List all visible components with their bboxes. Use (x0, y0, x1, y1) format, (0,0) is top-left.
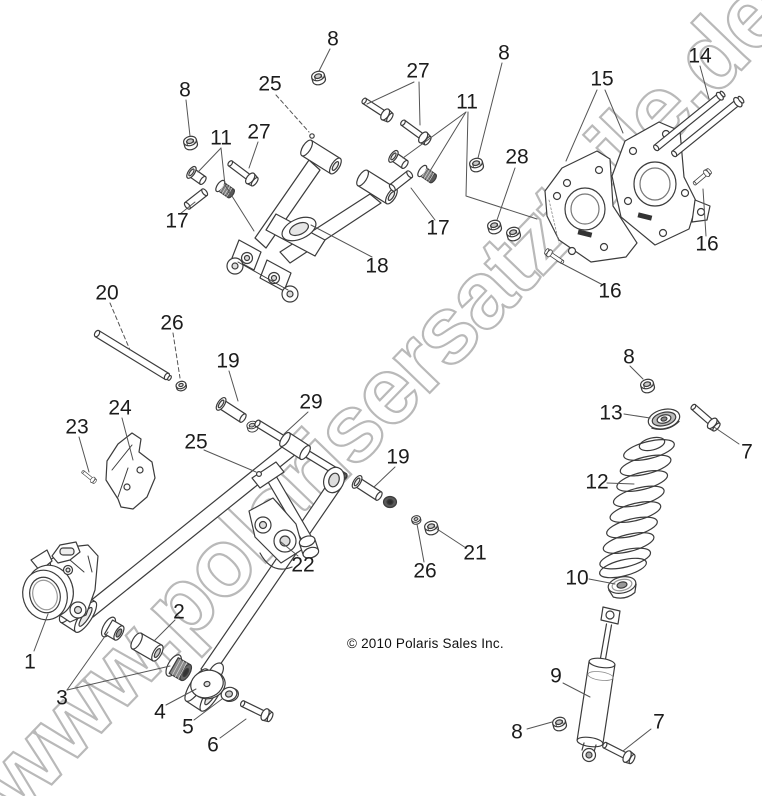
callout-24: 24 (108, 396, 132, 420)
part-spacer-5 (220, 686, 239, 703)
callout-6: 6 (207, 733, 219, 757)
part-mount-rod-14a (652, 90, 726, 152)
callout-21: 21 (463, 541, 487, 565)
callout-8-upper-right: 8 (498, 41, 510, 65)
callout-17-left: 17 (165, 209, 189, 233)
callout-8-top-left: 8 (179, 78, 191, 102)
callout-8-mid-right: 8 (623, 345, 635, 369)
callout-28: 28 (505, 145, 529, 169)
callout-7-upper: 7 (741, 440, 753, 464)
callout-11-right: 11 (456, 90, 478, 114)
copyright-text: © 2010 Polaris Sales Inc. (347, 636, 504, 651)
callout-27-left: 27 (247, 120, 271, 144)
callout-14: 14 (688, 44, 712, 68)
callout-2: 2 (173, 600, 185, 624)
callout-25-top: 25 (258, 72, 282, 96)
part-upper-a-arm-18 (226, 139, 398, 303)
callout-7-lower: 7 (653, 710, 665, 734)
callout-8-bottom: 8 (511, 720, 523, 744)
callout-29: 29 (299, 390, 323, 414)
part-spacer-tube-17-left (183, 188, 209, 210)
cotter-dot-25-top (309, 133, 315, 139)
part-spring-retainer-13 (647, 408, 681, 431)
hole-dot-25-mid (256, 471, 263, 478)
callout-4: 4 (154, 700, 166, 724)
part-shock-bracket-front-15 (544, 150, 638, 263)
callout-9: 9 (550, 664, 562, 688)
part-pivot-shaft-20 (93, 329, 172, 381)
callout-16-mid: 16 (598, 279, 622, 303)
callout-1: 1 (24, 650, 36, 674)
callout-17-right: 17 (426, 216, 450, 240)
callout-23: 23 (65, 415, 89, 439)
callout-11-left: 11 (210, 126, 232, 150)
callout-20: 20 (95, 281, 119, 305)
part-spring-seat-10 (607, 576, 637, 599)
callout-3: 3 (56, 686, 68, 710)
part-spacer-tube-17-right (388, 170, 414, 192)
callout-12: 12 (585, 470, 609, 494)
callout-26-right: 26 (413, 559, 437, 583)
part-bushing-3b (165, 654, 193, 682)
callout-25-mid: 25 (184, 430, 208, 454)
part-bearing-carrier-1 (22, 541, 99, 623)
callout-16-right: 16 (695, 232, 719, 256)
part-bushing-3a (100, 616, 125, 641)
callout-5: 5 (182, 715, 194, 739)
callout-19-left: 19 (216, 349, 240, 373)
part-bushing-2 (130, 632, 164, 662)
callout-10: 10 (565, 566, 589, 590)
callout-22: 22 (291, 553, 315, 577)
callout-26-left: 26 (160, 311, 184, 335)
callout-18: 18 (365, 254, 389, 278)
callout-19-right: 19 (386, 445, 410, 469)
part-guard-24 (105, 432, 156, 510)
callout-27-right: 27 (406, 59, 430, 83)
callout-15: 15 (590, 67, 614, 91)
part-mount-rod-14b (670, 95, 745, 158)
part-spring-12 (599, 436, 675, 579)
leader-lines (33, 48, 740, 752)
callout-8-top-mid: 8 (327, 27, 339, 51)
part-pin-19-right (349, 473, 398, 509)
callout-13: 13 (599, 401, 623, 425)
part-washer-4 (190, 669, 226, 700)
